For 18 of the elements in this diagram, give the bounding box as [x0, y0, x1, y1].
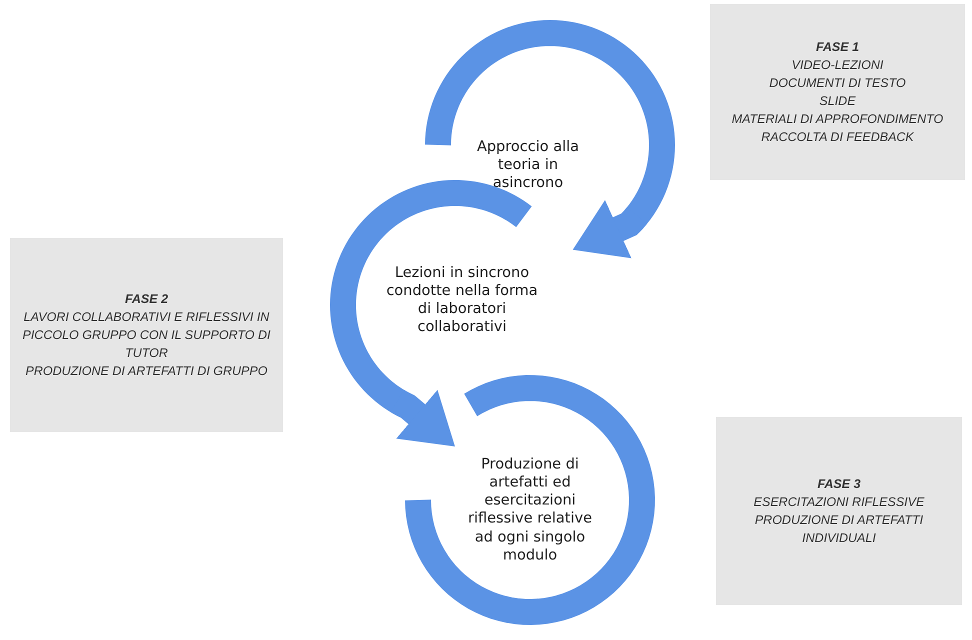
phase-panel	[710, 4, 965, 180]
phase-item: VIDEO-LEZIONI	[792, 56, 884, 74]
step-text: Approccio alla teoria in asincrono	[476, 138, 580, 192]
phase-panel	[10, 238, 283, 432]
phase-heading: FASE 1	[816, 38, 860, 56]
phase-heading: FASE 2	[124, 290, 168, 308]
phase-item: ESERCITAZIONI RIFLESSIVE	[754, 494, 924, 511]
phase-heading: FASE 3	[817, 476, 861, 493]
phase-item: LAVORI COLLABORATIVI E RIFLESSIVI IN PICCOLO GRUPPO CON IL SUPPORTO DI TUTOR	[22, 308, 272, 362]
phase-panel	[716, 417, 962, 605]
phase-item: PRODUZIONE DI ARTEFATTI DI GRUPPO	[26, 363, 268, 380]
step-text: Produzione di artefatti ed esercitazioni riflessive relative ad ogni singolo modulo	[467, 456, 593, 564]
phase-item: PRODUZIONE DI ARTEFATTI INDIVIDUALI	[754, 512, 924, 548]
phase-item: RACCOLTA DI FEEDBACK	[761, 129, 914, 146]
phase-item: MATERIALI DI APPROFONDIMENTO	[732, 111, 944, 128]
step-text: Lezioni in sincrono condotte nella forma di laboratori collaborativi	[386, 264, 538, 336]
phase-item: SLIDE	[819, 93, 856, 110]
phase-item: DOCUMENTI DI TESTO	[769, 74, 906, 92]
